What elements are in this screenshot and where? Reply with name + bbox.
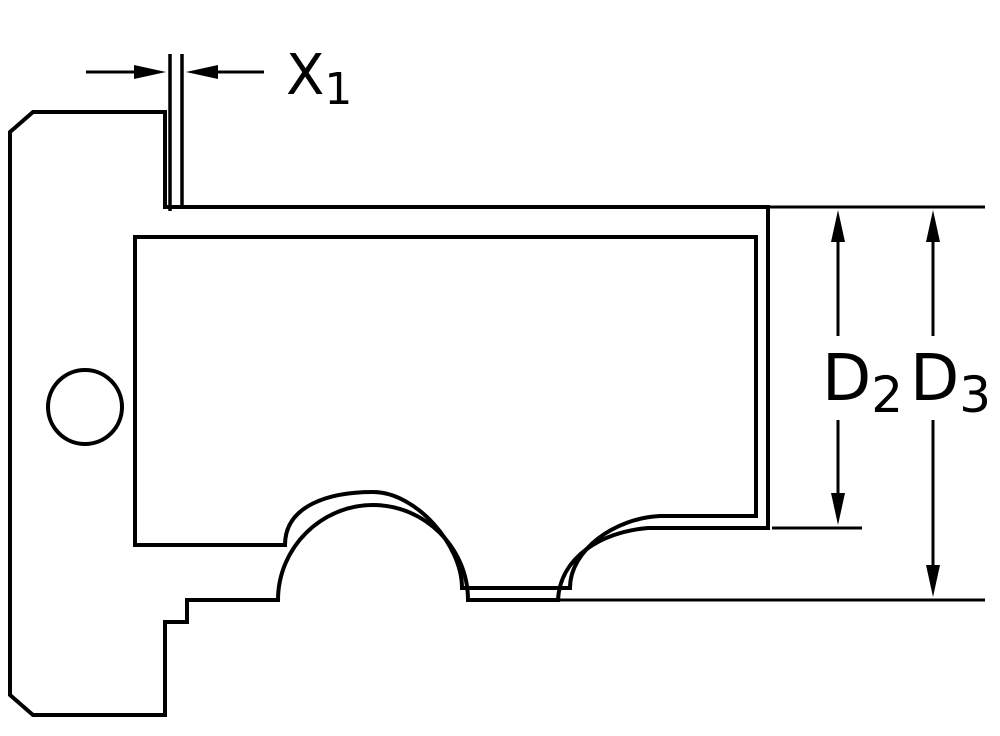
d3-arrow-down-icon (926, 565, 940, 597)
dimension-annotations: X1 D2 (86, 43, 991, 602)
d3-arrow-up-icon (926, 210, 940, 242)
flange-hole (46, 368, 124, 446)
slit-lines (168, 54, 184, 211)
d2-label: D2 (822, 342, 903, 424)
x1-dimension: X1 (86, 43, 352, 115)
x1-arrow-right-icon (134, 65, 166, 79)
part-inner-wall (133, 235, 758, 590)
part-cross-section (8, 54, 770, 717)
part-outline (8, 110, 770, 717)
d2-dimension: D2 (822, 210, 903, 525)
d3-label: D3 (910, 342, 991, 424)
d2-arrow-down-icon (831, 493, 845, 525)
x1-label: X1 (286, 43, 352, 115)
drawing-root: X1 D2 (8, 43, 991, 717)
x1-arrow-left-icon (186, 65, 218, 79)
d2-arrow-up-icon (831, 210, 845, 242)
d3-dimension: D3 (910, 210, 991, 597)
